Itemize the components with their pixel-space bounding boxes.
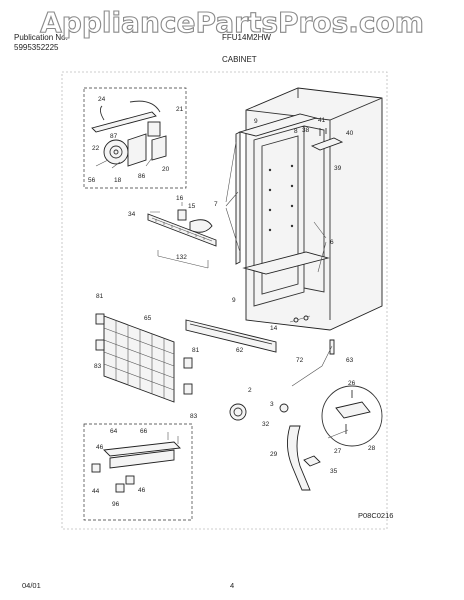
footer-page-number: 4 <box>230 581 234 590</box>
callout-29: 29 <box>270 451 278 458</box>
callout-87: 87 <box>110 133 118 140</box>
inset-box-fan <box>83 87 187 189</box>
callout-41: 41 <box>318 117 326 124</box>
callout-46-bottom: 46 <box>138 487 146 494</box>
callout-34: 34 <box>128 211 136 218</box>
callout-56: 56 <box>88 177 96 184</box>
callout-16: 16 <box>176 195 184 202</box>
callout-83-left: 83 <box>94 363 102 370</box>
callout-9-bottom: 9 <box>232 297 236 304</box>
callout-7: 7 <box>214 201 218 208</box>
callout-65: 65 <box>144 315 152 322</box>
leader-7 <box>225 141 241 253</box>
callout-83-right: 83 <box>190 413 198 420</box>
leader-6 <box>313 221 327 273</box>
top-hinge <box>310 128 344 151</box>
leader-drain <box>291 345 333 387</box>
callout-3: 3 <box>270 401 274 408</box>
section-title: CABINET <box>222 55 257 64</box>
callout-6: 6 <box>330 239 334 246</box>
callout-38: 38 <box>302 127 310 134</box>
callout-132: 132 <box>176 254 187 261</box>
callout-40: 40 <box>346 130 354 137</box>
toe-grille <box>95 313 193 403</box>
publication-label: Publication No. <box>14 33 68 42</box>
callout-46-top: 46 <box>96 444 104 451</box>
callout-81-right: 81 <box>192 347 200 354</box>
callout-39: 39 <box>334 165 342 172</box>
callout-18: 18 <box>114 177 122 184</box>
callout-21: 21 <box>176 106 184 113</box>
bottom-hinge-detail <box>321 385 383 447</box>
toe-grille-bracket-assembly <box>91 432 181 493</box>
callout-44: 44 <box>92 488 100 495</box>
callout-24: 24 <box>98 96 106 103</box>
publication-number: 5995352225 <box>14 43 59 52</box>
callout-15: 15 <box>188 203 196 210</box>
callout-14: 14 <box>270 325 278 332</box>
callout-66: 66 <box>140 428 148 435</box>
callout-72: 72 <box>296 357 304 364</box>
fan-assembly <box>91 100 167 169</box>
callout-2: 2 <box>248 387 252 394</box>
callout-32: 32 <box>262 421 270 428</box>
callout-26: 26 <box>348 380 356 387</box>
callout-96: 96 <box>112 501 120 508</box>
diagram-border <box>61 71 388 530</box>
callout-28: 28 <box>368 445 376 452</box>
callout-86: 86 <box>138 173 146 180</box>
kick-plate <box>185 319 277 353</box>
model-number: FFU14M2HW <box>222 33 271 42</box>
callout-27: 27 <box>334 448 342 455</box>
callout-62: 62 <box>236 347 244 354</box>
callout-9-top: 9 <box>254 118 258 125</box>
air-duct-assembly <box>147 202 217 269</box>
callout-20: 20 <box>162 166 170 173</box>
drain-assembly <box>229 403 311 491</box>
diagram-code: P08C0216 <box>358 511 393 520</box>
drain-clip <box>303 455 321 467</box>
callout-63: 63 <box>346 357 354 364</box>
front-fasteners <box>289 315 335 355</box>
callout-35: 35 <box>330 468 338 475</box>
callout-64: 64 <box>110 428 118 435</box>
watermark-logo: AppliancePartsPros.com <box>40 6 424 39</box>
footer-date: 04/01 <box>22 581 41 590</box>
cabinet-body <box>235 87 383 331</box>
callout-81-left: 81 <box>96 293 104 300</box>
callout-8: 8 <box>294 128 298 135</box>
callout-22: 22 <box>92 145 100 152</box>
inset-box-bracket <box>83 423 193 521</box>
